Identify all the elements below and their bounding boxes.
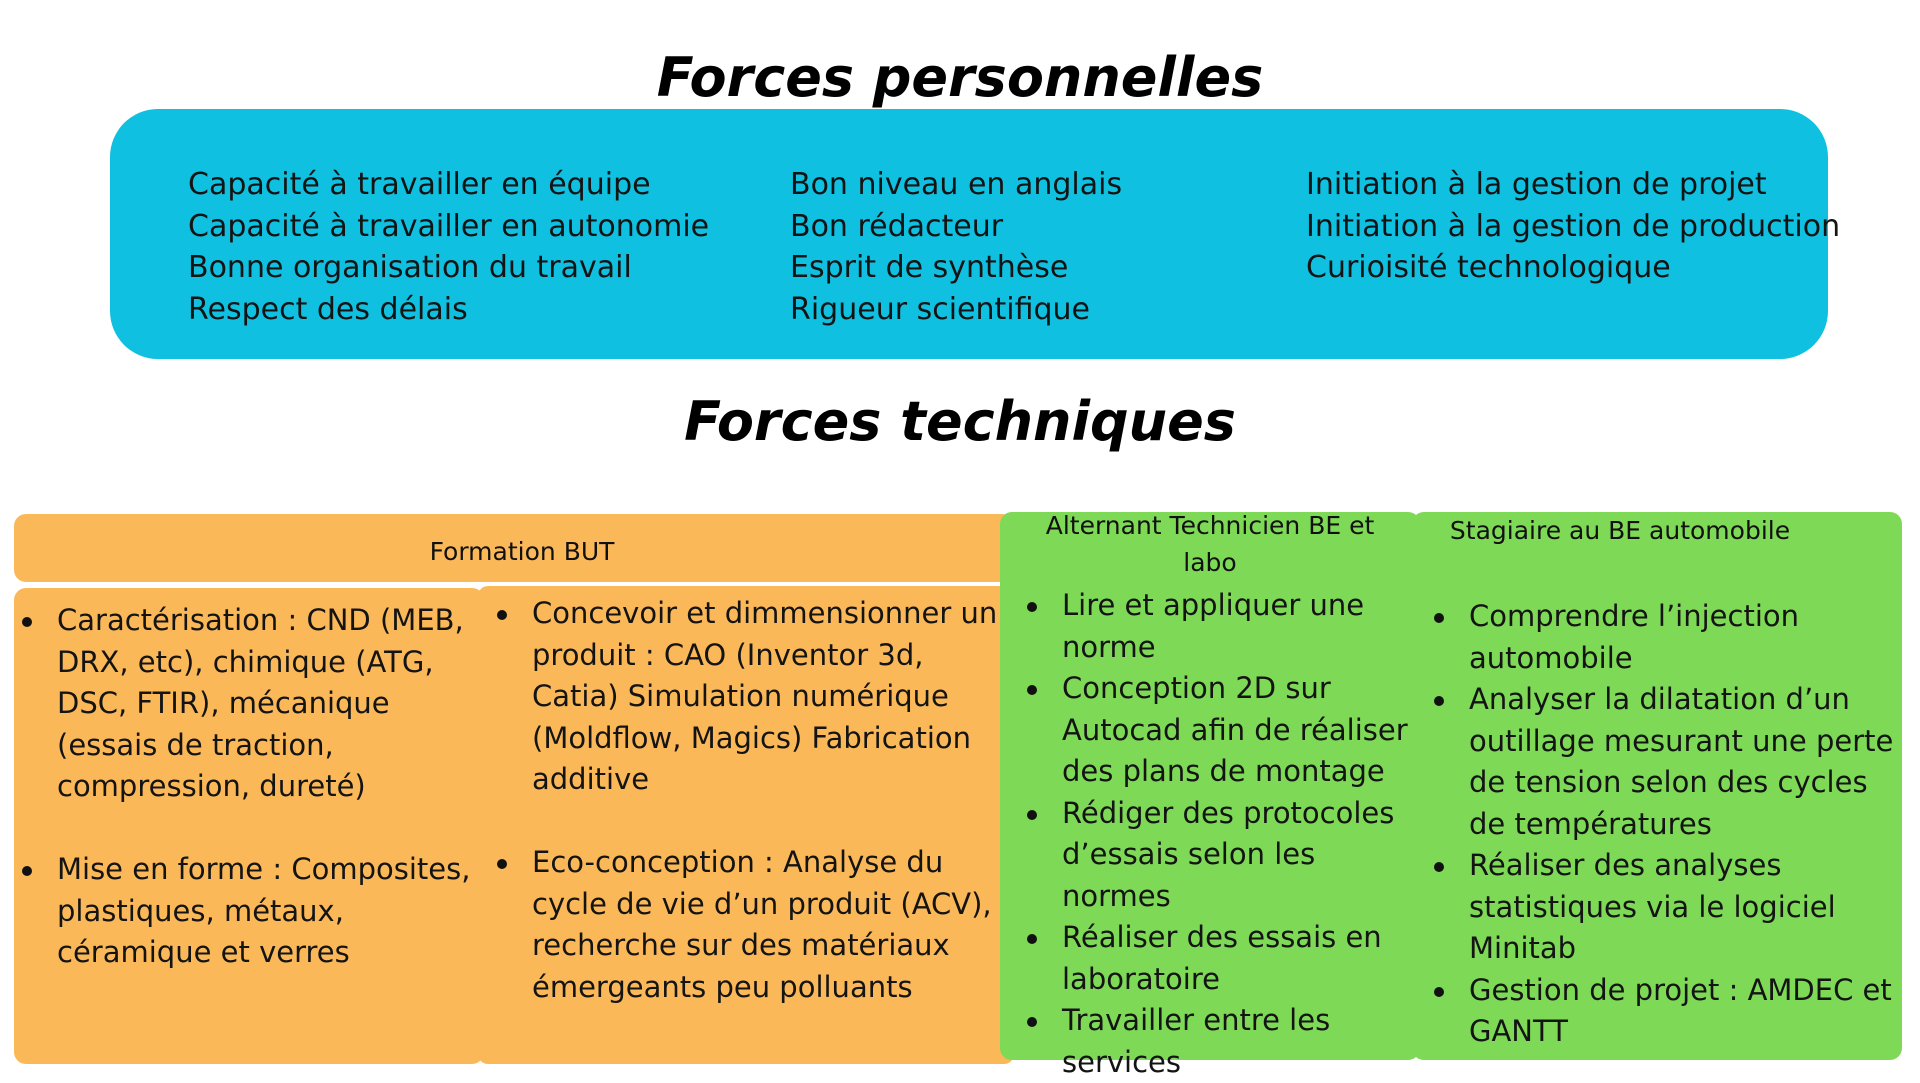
list-item: Caractérisation : CND (MEB, DRX, etc), c…	[22, 600, 482, 808]
list-item: Concevoir et dimmensionner un produit : …	[497, 593, 1009, 801]
list-item: Comprendre l’injection automobile	[1434, 596, 1894, 679]
personal-column-3: Initiation à la gestion de projet Initia…	[1306, 164, 1840, 289]
list-item: Analyser la dilatation d’un outillage me…	[1434, 679, 1894, 845]
alternant-header: Alternant Technicien BE et labo	[1045, 511, 1375, 577]
personal-item: Respect des délais	[188, 291, 468, 327]
list-item: Rédiger des protocoles d’essais selon le…	[1027, 793, 1412, 918]
formation-header-card	[14, 514, 1014, 582]
stagiaire-list: Comprendre l’injection automobile Analys…	[1434, 596, 1894, 1053]
formation-list-left: Caractérisation : CND (MEB, DRX, etc), c…	[22, 600, 482, 974]
list-item: Réaliser des essais en laboratoire	[1027, 917, 1412, 1000]
formation-card-right	[478, 586, 1014, 1064]
formation-list-right: Concevoir et dimmensionner un produit : …	[497, 593, 1009, 1008]
personal-item: Capacité à travailler en équipe	[188, 167, 651, 202]
title-forces-personnelles: Forces personnelles	[656, 46, 1264, 109]
personal-strengths-panel: Capacité à travailler en équipe Capacité…	[110, 109, 1840, 359]
stagiaire-card	[1412, 512, 1902, 1060]
personal-item: Esprit de synthèse	[790, 250, 1069, 285]
personal-item: Capacité à travailler en autonomie	[188, 208, 710, 244]
list-item: Mise en forme : Composites, plastiques, …	[22, 849, 482, 974]
list-item: Eco-conception : Analyse du cycle de vie…	[497, 842, 1009, 1008]
list-item: Travailler entre les services	[1027, 1000, 1412, 1083]
list-item: Réaliser des analyses statistiques via l…	[1434, 845, 1894, 970]
personal-item: Rigueur scientifique	[790, 291, 1091, 327]
list-item: Conception 2D sur Autocad afin de réalis…	[1027, 668, 1412, 793]
personal-item: Initiation à la gestion de production	[1306, 208, 1841, 244]
personal-item: Curioisité technologique	[1306, 250, 1671, 285]
list-item: Gestion de projet : AMDEC et GANTT	[1434, 970, 1894, 1053]
personal-item: Bonne organisation du travail	[188, 250, 632, 285]
formation-header: Formation BUT	[429, 537, 615, 566]
personal-column-2: Bon niveau en anglais Bon rédacteur Espr…	[790, 164, 1122, 330]
list-item: Lire et appliquer une norme	[1027, 585, 1412, 668]
formation-card-left	[14, 588, 484, 1064]
personal-item: Bon rédacteur	[790, 208, 1004, 244]
stagiaire-header: Stagiaire au BE automobile	[1449, 516, 1791, 545]
personal-column-1: Capacité à travailler en équipe Capacité…	[188, 164, 709, 330]
personal-item: Initiation à la gestion de projet	[1306, 167, 1767, 202]
title-forces-techniques: Forces techniques	[684, 390, 1236, 453]
alternant-card	[1000, 512, 1420, 1060]
alternant-list: Lire et appliquer une norme Conception 2…	[1027, 585, 1412, 1083]
personal-item: Bon niveau en anglais	[790, 167, 1123, 202]
